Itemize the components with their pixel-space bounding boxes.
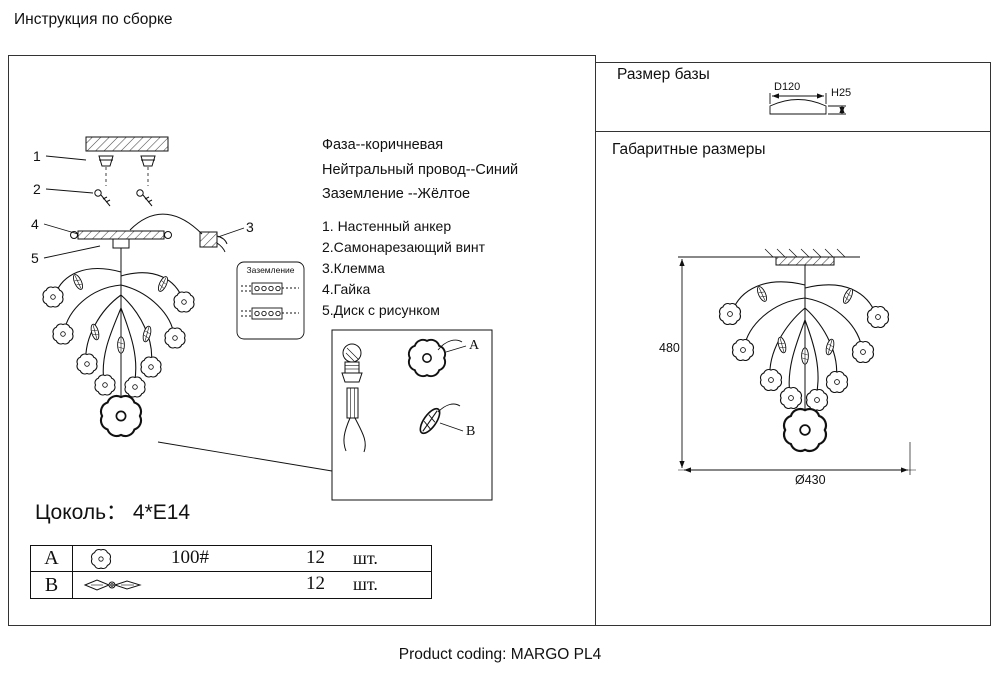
callout-1: 1 [33, 148, 41, 164]
legend-ground: Заземление --Жёлтое [322, 186, 471, 202]
part-item-5: 5.Диск с рисунком [322, 302, 440, 318]
part-item-1: 1. Настенный анкер [322, 218, 452, 234]
row-qty: 12 [306, 573, 325, 594]
table-row-b: B 12 шт. [31, 572, 431, 598]
overall-height-label: 480 [659, 341, 680, 355]
callout-5: 5 [31, 250, 39, 266]
flower-icon [91, 549, 111, 569]
row-spec: 100# [171, 547, 209, 568]
callout-4: 4 [31, 216, 39, 232]
table-row-a: A 100# 12 шт. [31, 546, 431, 572]
row-qty: 12 [306, 547, 325, 568]
product-coding: Product coding: MARGO PL4 [398, 646, 602, 663]
left-panel [8, 55, 596, 626]
row-unit: шт. [353, 574, 378, 594]
legend-neutral: Нейтральный провод--Синий [322, 162, 519, 178]
part-item-4: 4.Гайка [322, 281, 371, 297]
overall-diameter-label: Ø430 [795, 473, 826, 487]
base-diameter-label: D120 [774, 81, 801, 93]
row-unit: шт. [353, 548, 378, 568]
part-item-3: 3.Клемма [322, 260, 385, 276]
grounding-box-label: Заземление [246, 265, 295, 275]
callout-2: 2 [33, 181, 41, 197]
page-title: Инструкция по сборке [14, 11, 173, 28]
overall-title: Габаритные размеры [612, 141, 766, 158]
detail-label-a: A [469, 338, 480, 353]
socket-spec: Цоколь： 4*E14 [35, 501, 191, 524]
parts-table: A 100# 12 шт. B 12 шт. [30, 545, 432, 599]
detail-label-b: B [466, 424, 476, 439]
base-height-label: H25 [831, 87, 852, 99]
legend-phase: Фаза--коричневая [322, 137, 444, 153]
pendant-icon [83, 579, 142, 591]
base-size-title: Размер базы [617, 66, 710, 83]
right-panel-divider [596, 131, 990, 132]
part-item-2: 2.Самонарезающий винт [322, 239, 486, 255]
callout-3: 3 [246, 219, 254, 235]
row-letter: A [31, 546, 73, 571]
row-letter: B [31, 572, 73, 598]
